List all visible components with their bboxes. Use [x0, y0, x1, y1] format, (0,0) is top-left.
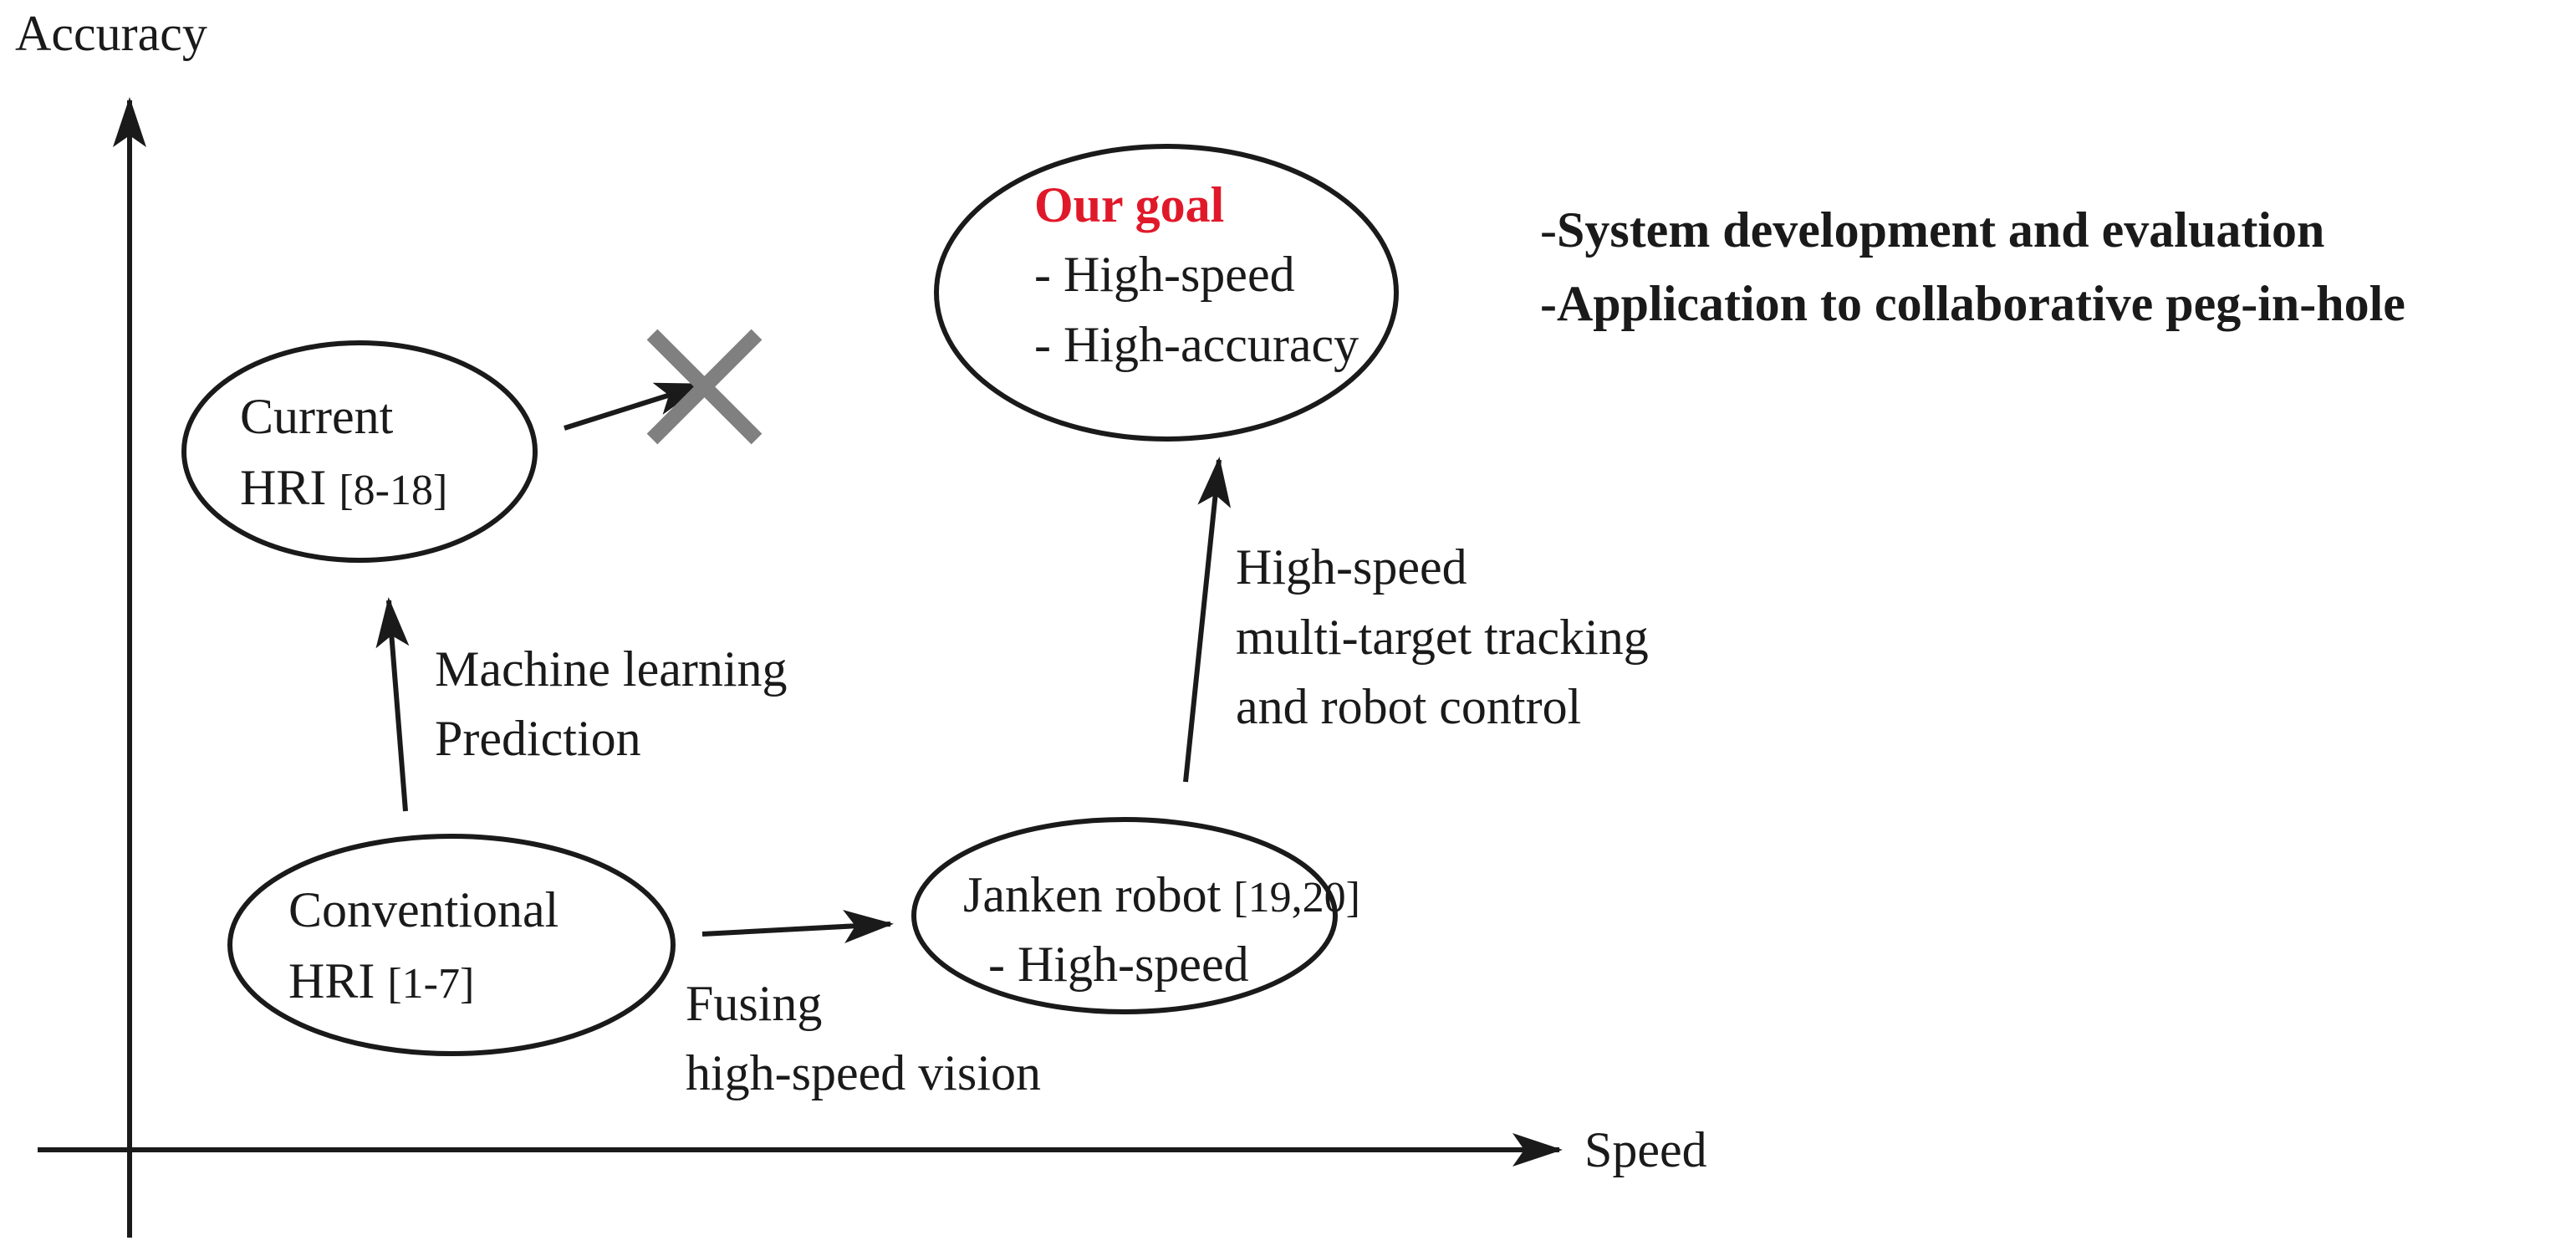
ml-label-line-2: Prediction [435, 711, 641, 766]
conventional-hri-line-2: HRI [1-7] [288, 956, 474, 1006]
arrow-fusing-vision [701, 910, 894, 943]
conventional-hri-ellipse [227, 834, 676, 1056]
janken-ellipse [911, 817, 1338, 1014]
conventional-hri-line-1: Conventional [288, 882, 559, 937]
fusing-label-line-2: high-speed vision [686, 1045, 1041, 1100]
current-hri-line-2: HRI [8-18] [240, 462, 447, 513]
conventional-hri-ref: [1-7] [387, 960, 475, 1008]
goal-line-1: - High-speed [1034, 247, 1295, 302]
current-hri-ellipse [181, 340, 538, 563]
note-item-1: -System development and evaluation [1540, 205, 2324, 255]
janken-line-2: - High-speed [988, 937, 1249, 992]
goal-title: Our goal [1034, 177, 1225, 232]
arrow-tracking-control [1183, 457, 1232, 783]
current-hri-line-1: Current [240, 389, 394, 444]
tracking-label-line-1: High-speed [1236, 539, 1467, 595]
goal-line-2: - High-accuracy [1034, 317, 1359, 372]
note-item-1-prefix: - [1540, 202, 1557, 258]
tracking-label-line-3: and robot control [1236, 679, 1582, 734]
fusing-label-line-1: Fusing [686, 976, 823, 1031]
janken-name: Janken robot [963, 867, 1222, 922]
goal-ellipse [934, 144, 1399, 442]
arrow-ml-prediction [375, 597, 410, 812]
arrow-to-dead-end [564, 382, 706, 431]
note-item-1-text: System development and evaluation [1556, 202, 2325, 258]
janken-line-1: Janken robot [19,20] [963, 870, 1360, 920]
ml-label-line-1: Machine learning [435, 641, 788, 697]
y-axis-label: Accuracy [15, 6, 207, 61]
cross-icon [646, 329, 763, 445]
x-axis-label: Speed [1584, 1122, 1707, 1177]
current-hri-ref: [8-18] [339, 467, 448, 514]
conventional-hri-name: HRI [288, 953, 375, 1008]
tracking-label-line-2: multi-target tracking [1236, 610, 1649, 665]
janken-ref: [19,20] [1233, 874, 1360, 922]
current-hri-name: HRI [240, 460, 327, 515]
note-item-2: -Application to collaborative peg-in-hol… [1540, 276, 2405, 331]
